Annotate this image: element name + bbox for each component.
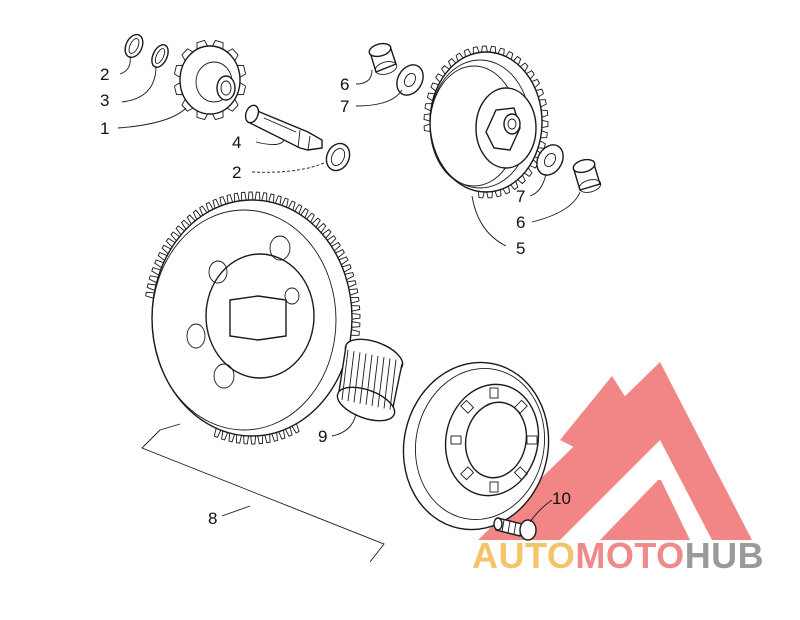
callout-6-upper: 6 [340,75,349,94]
part-thrust-washer-upper [396,64,424,96]
callout-1: 1 [100,119,109,138]
callout-6-lower: 6 [516,213,525,232]
callout-2-lower: 2 [232,163,241,182]
part-bushing-lower [572,158,602,193]
watermark-text-hub: HUB [685,535,765,576]
part-thrust-washer-lower [536,144,564,176]
callout-7-lower: 7 [516,187,525,206]
part-needle-bearing [336,338,404,422]
watermark-text-moto: MOTO [575,535,684,576]
callout-4: 4 [232,133,241,152]
callout-3: 3 [100,91,109,110]
part-one-way-clutch [402,361,550,531]
svg-text:AUTOMOTOHUB: AUTOMOTOHUB [472,535,764,576]
leader-lines [117,55,581,563]
part-large-starter-gear [145,191,361,445]
callout-labels: 2 3 1 4 2 6 7 7 6 5 9 8 10 [100,65,571,528]
callout-5: 5 [516,239,525,258]
callout-8: 8 [208,509,217,528]
part-idler-gear-assembly [423,45,549,199]
part-snap-ring-lower [325,142,351,172]
part-bushing-upper [368,42,398,75]
part-shaft [244,104,323,151]
watermark-text-auto: AUTO [472,535,575,576]
callout-10: 10 [552,489,571,508]
watermark-text: AUTOMOTOHUB [472,535,764,576]
callout-7-upper: 7 [340,97,349,116]
callout-9: 9 [318,427,327,446]
part-small-gear [173,39,247,121]
watermark-logo-mark [478,362,752,540]
part-snap-ring-upper [124,33,144,59]
part-washer-small [151,44,169,68]
part-bolt [493,517,537,541]
callout-2-upper: 2 [100,65,109,84]
